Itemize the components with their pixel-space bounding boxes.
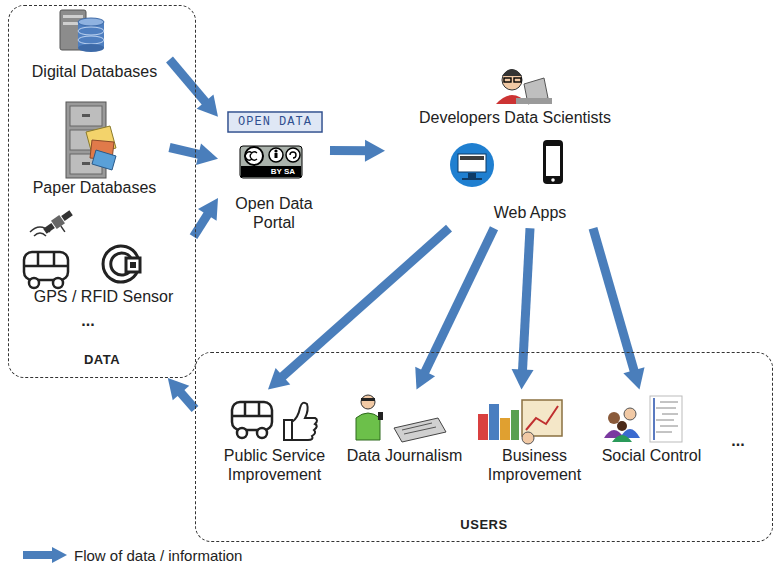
node-label: Data Journalism bbox=[345, 446, 465, 465]
user-box: Data Journalism bbox=[345, 390, 465, 496]
flow-arrow bbox=[522, 228, 530, 375]
server-icon bbox=[60, 10, 104, 52]
legend-arrow-sample bbox=[22, 546, 68, 564]
bus-icon bbox=[24, 252, 68, 288]
satellite-icon bbox=[42, 209, 78, 241]
bus-icon bbox=[232, 402, 272, 438]
rfid-icon bbox=[103, 246, 140, 282]
node-label: Web Apps bbox=[440, 203, 620, 222]
node-label: GPS / RFID Sensor bbox=[14, 287, 194, 306]
thumbs-up-icon bbox=[284, 403, 317, 440]
user-box: Business Improvement bbox=[470, 390, 600, 496]
legend-text: Flow of data / information bbox=[74, 547, 242, 564]
arrowhead bbox=[623, 367, 644, 389]
smartphone-icon bbox=[543, 140, 563, 184]
arrowhead bbox=[197, 94, 218, 116]
legend: Flow of data / information bbox=[22, 546, 242, 564]
group-title: DATA bbox=[9, 352, 195, 368]
developer-icon bbox=[496, 69, 552, 104]
ellipsis: ... bbox=[68, 312, 108, 330]
arrowhead bbox=[196, 144, 218, 165]
user-box: Public Service Improvement bbox=[210, 390, 340, 490]
arrowhead bbox=[168, 378, 189, 400]
node-label: Developers Data Scientists bbox=[385, 108, 645, 127]
signal-waves bbox=[30, 227, 50, 236]
flow-arrow bbox=[170, 60, 209, 107]
flow-arrow bbox=[278, 228, 449, 380]
arrowhead bbox=[365, 140, 385, 162]
user-box: Social Control bbox=[602, 390, 702, 496]
data-source: Digital Databases bbox=[20, 8, 170, 88]
node-label: Open Data Portal bbox=[218, 194, 330, 232]
filing-cabinet-icon bbox=[66, 102, 116, 178]
users-group: USERS Public Service Improvement Data Jour… bbox=[195, 352, 773, 542]
arrowhead bbox=[415, 367, 435, 390]
arrowhead bbox=[268, 368, 290, 390]
journalist-icon bbox=[356, 395, 446, 442]
arrowhead bbox=[198, 198, 218, 221]
group-title: USERS bbox=[196, 517, 772, 533]
node-label: Public Service Improvement bbox=[210, 446, 340, 484]
flow-arrow bbox=[423, 228, 494, 377]
document-icon bbox=[650, 396, 682, 442]
data-source: GPS / RFID Sensor bbox=[14, 205, 194, 312]
license-text: BY SA bbox=[241, 166, 301, 177]
open-data-logo bbox=[228, 112, 322, 132]
app-box: Web Apps bbox=[440, 135, 620, 228]
actor-box: Developers Data Scientists bbox=[385, 68, 645, 158]
logo-text: OPEN DATA bbox=[229, 113, 321, 131]
node-label: Paper Databases bbox=[20, 178, 170, 197]
flow-arrow bbox=[593, 228, 636, 376]
flow-arrow bbox=[330, 146, 371, 155]
monitor-icon bbox=[450, 143, 494, 187]
ellipsis: ... bbox=[718, 432, 758, 450]
node-label: Business Improvement bbox=[470, 446, 600, 484]
data-source: Paper Databases bbox=[20, 92, 170, 204]
business-icon bbox=[478, 400, 562, 444]
node-label: Social Control bbox=[602, 446, 702, 465]
data-group: DATA Digital DatabasesPaper DatabasesGPS … bbox=[8, 5, 196, 378]
people-icon bbox=[604, 408, 640, 442]
arrowhead bbox=[512, 369, 534, 390]
cc-license-badge bbox=[240, 146, 302, 178]
node-label: Digital Databases bbox=[20, 62, 170, 81]
